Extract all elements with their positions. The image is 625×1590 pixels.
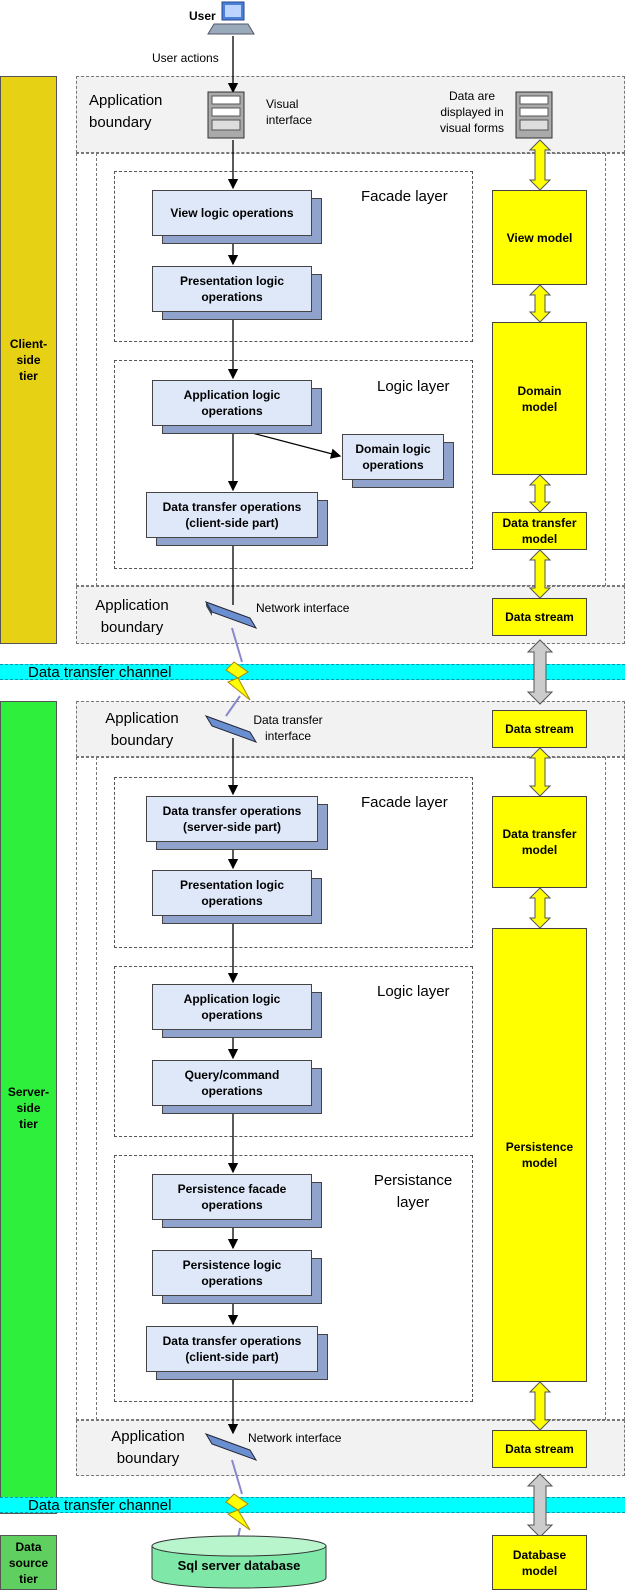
view-model: View model bbox=[492, 190, 587, 285]
server-side-tier: Server- side tier bbox=[0, 701, 57, 1514]
server-network-interface-label: Network interface bbox=[248, 1431, 342, 1445]
data-stream-server-top: Data stream bbox=[492, 710, 587, 748]
server-logic-layer-label: Logic layer bbox=[377, 983, 450, 1000]
domain-model: Domain model bbox=[492, 322, 587, 475]
presentation-logic-operations: Presentation logic operations bbox=[152, 266, 312, 312]
data-transfer-channel-1: Data transfer channel bbox=[0, 664, 625, 681]
client-app-boundary-top-label: Application boundary bbox=[89, 92, 163, 131]
application-logic-operations: Application logic operations bbox=[152, 380, 312, 426]
data-transfer-model-server: Data transfer model bbox=[492, 796, 587, 888]
client-side-tier: Client- side tier bbox=[0, 76, 57, 644]
database-cylinder-icon bbox=[151, 1535, 327, 1589]
persistence-model: Persistence model bbox=[492, 928, 587, 1382]
network-switch-icon bbox=[204, 1433, 258, 1461]
client-inner-frame-2 bbox=[96, 153, 606, 586]
view-logic-operations: View logic operations bbox=[152, 190, 312, 236]
client-network-interface-label: Network interface bbox=[256, 601, 350, 615]
user-actions-label: User actions bbox=[152, 51, 219, 65]
computer-icon bbox=[207, 1, 255, 35]
data-transfer-operations-server-2: Data transfer operations (client-side pa… bbox=[146, 1326, 318, 1372]
client-facade-layer-label: Facade layer bbox=[361, 188, 448, 205]
client-logic-layer-label: Logic layer bbox=[377, 378, 450, 395]
server-facade-layer-label: Facade layer bbox=[361, 794, 448, 811]
data-transfer-interface-label: Data transfer interface bbox=[253, 713, 323, 743]
domain-logic-operations: Domain logic operations bbox=[342, 434, 444, 480]
query-command-operations: Query/command operations bbox=[152, 1060, 312, 1106]
form-icon bbox=[515, 91, 553, 139]
lightning-icon bbox=[225, 1459, 251, 1549]
user-label: User bbox=[189, 9, 216, 23]
data-stream-server-bottom: Data stream bbox=[492, 1430, 587, 1468]
server-app-boundary-bottom-label: Application boundary bbox=[111, 1428, 185, 1467]
server-persistance-layer-label: Persistance layer bbox=[373, 1172, 453, 1211]
data-transfer-channel-2: Data transfer channel bbox=[0, 1497, 625, 1514]
server-application-logic-operations: Application logic operations bbox=[152, 984, 312, 1030]
channel-label: Data transfer channel bbox=[28, 664, 172, 681]
data-stream-client: Data stream bbox=[492, 598, 587, 636]
sql-server-database-label: Sql server database bbox=[177, 1558, 301, 1573]
lightning-icon bbox=[225, 627, 251, 717]
network-switch-icon bbox=[204, 715, 258, 743]
client-app-boundary-bottom-label: Application boundary bbox=[95, 597, 169, 636]
network-switch-icon bbox=[204, 601, 258, 629]
visual-forms-label: Data are displayed in visual forms bbox=[439, 89, 504, 135]
data-transfer-operations-client: Data transfer operations (client-side pa… bbox=[146, 492, 318, 538]
server-inner-frame-2 bbox=[96, 757, 606, 1420]
server-presentation-logic-operations: Presentation logic operations bbox=[152, 870, 312, 916]
data-source-tier: Data source tier bbox=[0, 1535, 57, 1590]
database-model: Database model bbox=[492, 1535, 587, 1590]
channel-label: Data transfer channel bbox=[28, 1497, 172, 1514]
form-icon bbox=[207, 91, 245, 139]
data-transfer-model-client: Data transfer model bbox=[492, 512, 587, 550]
persistence-facade-operations: Persistence facade operations bbox=[152, 1174, 312, 1220]
data-transfer-operations-server: Data transfer operations (server-side pa… bbox=[146, 796, 318, 842]
visual-interface-label: Visual interface bbox=[266, 97, 313, 127]
server-app-boundary-top-label: Application boundary bbox=[105, 710, 179, 749]
persistence-logic-operations: Persistence logic operations bbox=[152, 1250, 312, 1296]
